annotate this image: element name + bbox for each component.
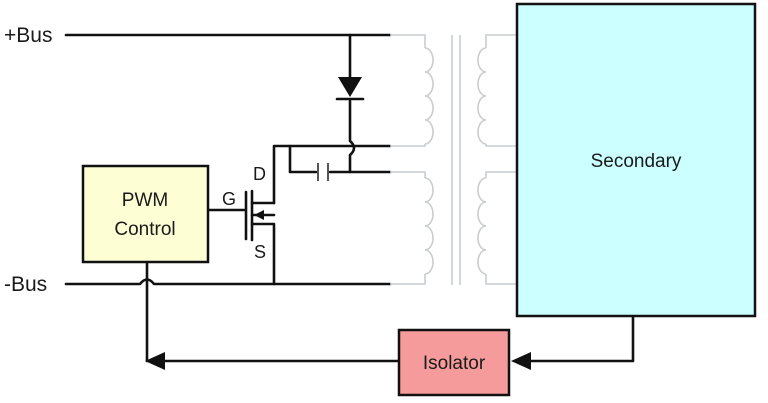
feedback-wire-secondary <box>528 314 635 363</box>
secondary-label: Secondary <box>591 151 682 172</box>
mosfet-symbol <box>207 189 276 286</box>
minus-bus-wire <box>64 278 392 286</box>
capacitor-wire <box>288 144 352 174</box>
capacitor-symbol <box>317 163 329 181</box>
arrow-into-pwm <box>145 352 165 370</box>
pwm-label-line2: Control <box>114 219 175 240</box>
source-label: S <box>254 242 266 262</box>
secondary-box <box>515 2 757 318</box>
gate-label: G <box>222 189 236 209</box>
pwm-control-box <box>81 164 210 264</box>
plus-bus-label: +Bus <box>4 24 52 47</box>
diode-wire <box>348 33 392 174</box>
drain-node-wire <box>272 144 392 205</box>
arrow-into-isolator <box>511 352 531 370</box>
pwm-label-line1: PWM <box>122 190 168 211</box>
drain-label: D <box>253 164 266 184</box>
isolator-box <box>397 328 511 397</box>
transformer <box>390 34 516 285</box>
minus-bus-label: -Bus <box>4 273 47 296</box>
isolator-label: Isolator <box>423 353 486 374</box>
diode-symbol <box>338 77 362 97</box>
